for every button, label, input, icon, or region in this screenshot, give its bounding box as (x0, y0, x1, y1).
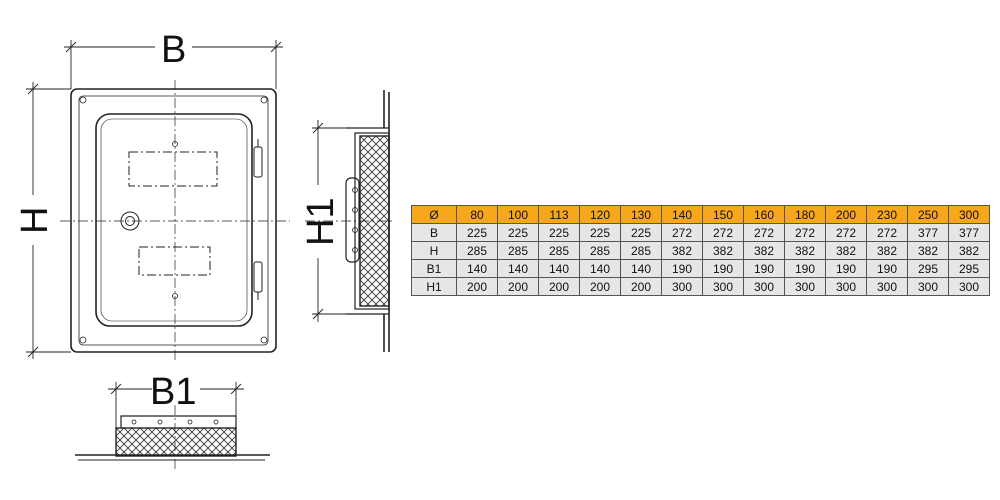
table-header-cell: 113 (538, 205, 580, 224)
table-cell: 225 (579, 223, 621, 242)
table-cell: 140 (497, 259, 539, 278)
table-cell: 200 (497, 277, 539, 296)
table-header-cell: 180 (784, 205, 826, 224)
table-cell: 272 (702, 223, 744, 242)
technical-drawing: B H H1 (14, 29, 395, 470)
table-cell: 285 (620, 241, 662, 260)
table-header-cell: 150 (702, 205, 744, 224)
table-header-cell: 130 (620, 205, 662, 224)
table-cell: 190 (743, 259, 785, 278)
label-b1: B1 (150, 371, 196, 413)
table-cell: 382 (661, 241, 703, 260)
table-cell: 140 (579, 259, 621, 278)
table-header-cell: 100 (497, 205, 539, 224)
table-cell: 295 (948, 259, 990, 278)
table-cell: 272 (661, 223, 703, 242)
table-cell: 272 (743, 223, 785, 242)
bottom-view (75, 405, 270, 470)
table-row-label: B1 (411, 259, 457, 278)
dimension-h (26, 82, 71, 359)
side-view (305, 90, 395, 352)
table-cell: 300 (866, 277, 908, 296)
table-header-cell: 230 (866, 205, 908, 224)
table-header-cell: 120 (579, 205, 621, 224)
table-cell: 140 (456, 259, 498, 278)
table-cell: 300 (907, 277, 949, 296)
table-cell: 190 (866, 259, 908, 278)
table-cell: 272 (784, 223, 826, 242)
table-header-symbol: Ø (411, 205, 457, 224)
table-cell: 300 (825, 277, 867, 296)
table-cell: 295 (907, 259, 949, 278)
table-row-label: B (411, 223, 457, 242)
label-h1: H1 (300, 197, 342, 246)
front-view (60, 80, 290, 362)
table-header-cell: 300 (948, 205, 990, 224)
table-cell: 377 (907, 223, 949, 242)
table-cell: 200 (456, 277, 498, 296)
table-cell: 200 (538, 277, 580, 296)
table-cell: 272 (866, 223, 908, 242)
table-cell: 382 (784, 241, 826, 260)
dimension-b1 (108, 382, 244, 428)
table-cell: 382 (866, 241, 908, 260)
table-cell: 272 (825, 223, 867, 242)
table-cell: 285 (538, 241, 580, 260)
table-header-cell: 200 (825, 205, 867, 224)
inner-frame (78, 95, 269, 346)
table-cell: 225 (456, 223, 498, 242)
table-cell: 190 (661, 259, 703, 278)
table-cell: 190 (784, 259, 826, 278)
table-cell: 382 (948, 241, 990, 260)
table-header-cell: 140 (661, 205, 703, 224)
table-cell: 200 (579, 277, 621, 296)
table-cell: 300 (784, 277, 826, 296)
table-cell: 140 (538, 259, 580, 278)
table-cell: 377 (948, 223, 990, 242)
table-row-label: H (411, 241, 457, 260)
dimension-b (64, 40, 283, 89)
table-cell: 382 (825, 241, 867, 260)
table-cell: 382 (907, 241, 949, 260)
door-panel (95, 113, 253, 327)
table-cell: 190 (702, 259, 744, 278)
hinges (253, 139, 263, 300)
table-row-label: H1 (411, 277, 457, 296)
bottom-insulation (115, 427, 237, 457)
upper-window (128, 151, 218, 187)
outer-frame (70, 88, 277, 353)
table-cell: 225 (497, 223, 539, 242)
table-cell: 225 (538, 223, 580, 242)
lower-window (138, 246, 211, 276)
side-handle (345, 177, 360, 263)
table-header-cell: 250 (907, 205, 949, 224)
table-cell: 382 (702, 241, 744, 260)
table-cell: 140 (620, 259, 662, 278)
label-b: B (161, 29, 186, 71)
label-h: H (14, 207, 56, 234)
table-cell: 382 (743, 241, 785, 260)
dimension-h1 (312, 120, 360, 322)
table-cell: 300 (702, 277, 744, 296)
table-cell: 190 (825, 259, 867, 278)
table-cell: 300 (661, 277, 703, 296)
table-header-cell: 160 (743, 205, 785, 224)
table-cell: 225 (620, 223, 662, 242)
table-cell: 300 (948, 277, 990, 296)
table-header-cell: 80 (456, 205, 498, 224)
table-cell: 285 (579, 241, 621, 260)
table-cell: 300 (743, 277, 785, 296)
table-cell: 200 (620, 277, 662, 296)
table-cell: 285 (497, 241, 539, 260)
table-cell: 285 (456, 241, 498, 260)
